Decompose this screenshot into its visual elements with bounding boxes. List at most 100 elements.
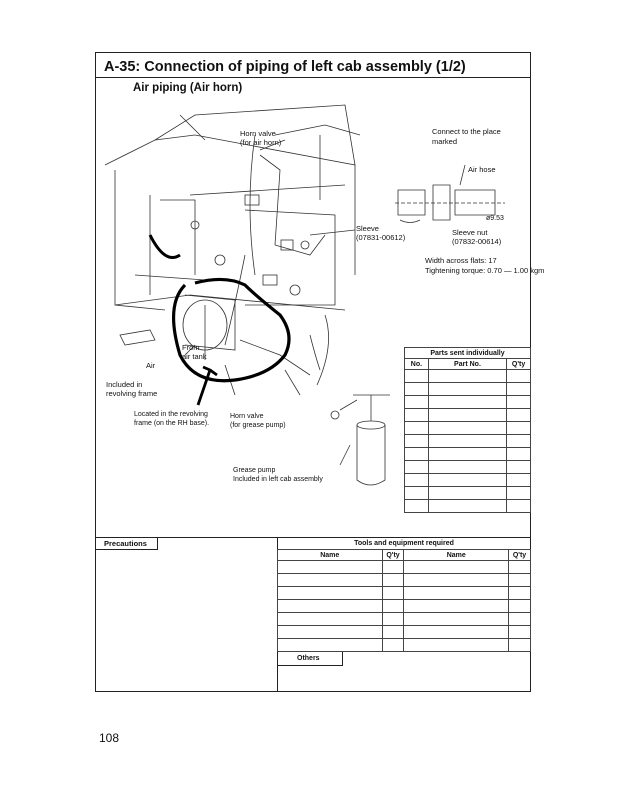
tools-col-qty-2: Q'ty xyxy=(508,549,531,561)
title-divider xyxy=(95,77,531,78)
precautions-divider xyxy=(95,537,531,538)
parts-col-part: Part No. xyxy=(427,358,508,370)
label-from: From xyxy=(182,343,200,352)
parts-table-title: Parts sent individually xyxy=(404,347,531,359)
table-cell xyxy=(403,560,510,574)
table-cell xyxy=(381,560,405,574)
table-cell xyxy=(404,382,429,396)
label-horn-valve-top: Horn valve xyxy=(240,129,276,138)
table-cell xyxy=(508,586,531,600)
table-cell xyxy=(277,560,383,574)
table-cell xyxy=(404,460,429,474)
table-cell xyxy=(404,447,429,461)
table-cell xyxy=(506,382,531,396)
label-grease-pump: Grease pump xyxy=(233,467,276,474)
table-cell xyxy=(404,499,429,513)
tools-col-qty: Q'ty xyxy=(381,549,405,561)
table-cell xyxy=(403,625,510,639)
label-sleeve-nut: Sleeve nut xyxy=(452,228,488,237)
label-air-tank: air tank xyxy=(182,352,207,361)
table-cell xyxy=(404,369,429,383)
table-row xyxy=(404,369,531,383)
table-cell xyxy=(404,395,429,409)
table-cell xyxy=(508,560,531,574)
page-title: A-35: Connection of piping of left cab a… xyxy=(104,59,466,75)
table-cell xyxy=(508,638,531,652)
precautions-label: Precautions xyxy=(96,538,158,550)
table-cell xyxy=(506,473,531,487)
table-cell xyxy=(277,638,383,652)
table-cell xyxy=(427,421,508,435)
tools-col-name: Name xyxy=(277,549,383,561)
table-cell xyxy=(427,395,508,409)
table-cell xyxy=(404,486,429,500)
table-row xyxy=(277,612,531,626)
table-row xyxy=(404,499,531,513)
piping-diagram xyxy=(104,104,505,486)
table-cell xyxy=(506,421,531,435)
label-horn-valve-top-sub: (for air horn) xyxy=(240,138,282,147)
table-cell xyxy=(508,612,531,626)
table-cell xyxy=(381,638,405,652)
table-cell xyxy=(427,473,508,487)
table-cell xyxy=(277,612,383,626)
label-grease-included: Included in left cab assembly xyxy=(233,476,323,483)
table-row xyxy=(404,408,531,422)
table-row xyxy=(404,447,531,461)
table-row xyxy=(404,421,531,435)
label-air: Air xyxy=(146,361,156,370)
table-cell xyxy=(506,369,531,383)
tools-table: Name Q'ty Name Q'ty xyxy=(277,549,531,652)
label-revolving-frame: revolving frame xyxy=(106,389,158,398)
table-row xyxy=(404,460,531,474)
table-cell xyxy=(381,612,405,626)
table-cell xyxy=(404,408,429,422)
table-cell xyxy=(381,599,405,613)
table-cell xyxy=(506,460,531,474)
table-cell xyxy=(427,499,508,513)
label-located-1: Located in the revolving xyxy=(134,411,208,418)
table-cell xyxy=(277,625,383,639)
table-cell xyxy=(277,573,383,587)
table-cell xyxy=(381,625,405,639)
label-located-2: frame (on the RH base). xyxy=(134,420,210,427)
table-cell xyxy=(381,573,405,587)
table-cell xyxy=(277,599,383,613)
table-row xyxy=(277,625,531,639)
label-included-in: Included in xyxy=(106,380,143,389)
table-cell xyxy=(404,434,429,448)
table-row xyxy=(277,573,531,587)
table-cell xyxy=(508,573,531,587)
table-row xyxy=(277,599,531,613)
label-air-hose: Air hose xyxy=(468,165,496,174)
table-cell xyxy=(427,460,508,474)
page-frame xyxy=(95,52,531,692)
label-connect-note-2: marked xyxy=(432,137,458,146)
tools-col-name-2: Name xyxy=(403,549,510,561)
table-cell xyxy=(427,408,508,422)
table-cell xyxy=(404,473,429,487)
table-cell xyxy=(403,586,510,600)
table-row xyxy=(404,395,531,409)
table-cell xyxy=(506,447,531,461)
parts-col-qty: Q'ty xyxy=(506,358,531,370)
table-cell xyxy=(506,499,531,513)
table-cell xyxy=(277,586,383,600)
tools-title: Tools and equipment required xyxy=(354,540,454,547)
table-cell xyxy=(506,434,531,448)
table-cell xyxy=(427,447,508,461)
table-cell xyxy=(508,599,531,613)
table-row xyxy=(404,382,531,396)
label-sleeve-part: (07831-00612) xyxy=(356,233,406,242)
label-horn-valve-bottom-sub: (for grease pump) xyxy=(230,422,286,429)
table-row xyxy=(277,638,531,652)
table-cell xyxy=(403,638,510,652)
page-number: 108 xyxy=(99,731,120,745)
label-sleeve: Sleeve xyxy=(356,224,379,233)
table-cell xyxy=(506,408,531,422)
table-row xyxy=(277,560,531,574)
label-connect-note-1: Connect to the place xyxy=(432,127,501,136)
others-label: Others xyxy=(277,652,343,666)
table-cell xyxy=(427,382,508,396)
table-cell xyxy=(508,625,531,639)
